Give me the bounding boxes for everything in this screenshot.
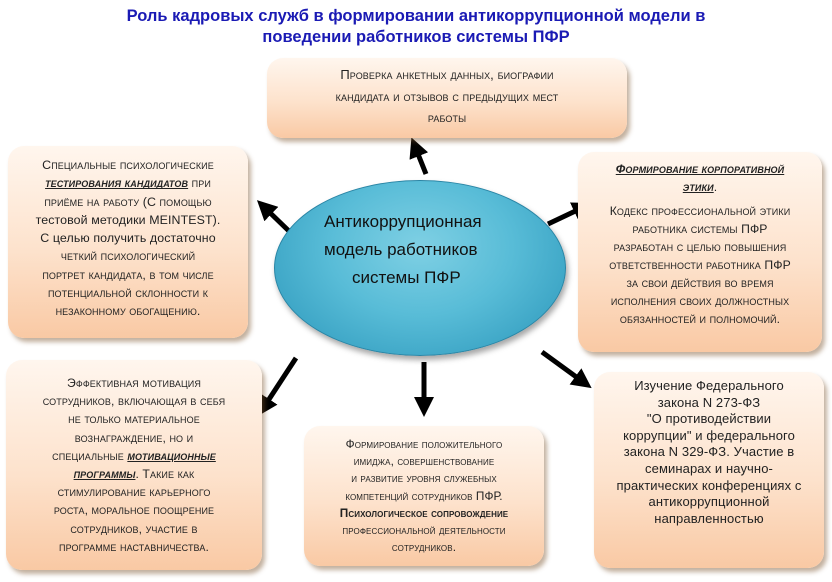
right-line-6: исполнения своих должностных [610, 294, 790, 308]
center-line-1: Антикоррупционная [324, 212, 482, 231]
box-left-psych-testing: Специальные психологические тестирования… [8, 146, 248, 338]
left-line-8: потенциальной склонности к [47, 286, 209, 301]
left-line-6: четкий психологический [60, 249, 196, 264]
bl-line-6b: . Такие как [135, 467, 195, 482]
left-line-7: портрет кандидата, в том числе [42, 267, 214, 282]
right-heading-2: этики [682, 180, 714, 194]
left-line-1: Специальные психологические [42, 158, 214, 172]
title-line-1: Роль кадровых служб в формировании антик… [126, 7, 706, 25]
center-ellipse [274, 180, 566, 356]
right-line-2: работника системы ПФР [632, 222, 768, 236]
br-line-6: семинарах и научно- [645, 460, 773, 476]
left-line-2-rest: при [188, 176, 211, 191]
center-text: Антикоррупционная модель работников сист… [296, 208, 542, 292]
right-heading-line-2: этики. [578, 178, 822, 196]
bl-line-5: специальные мотивационные [6, 447, 262, 465]
left-line-5: С целью получить достаточно [40, 231, 216, 246]
bc-line-7: сотрудников. [391, 540, 457, 555]
left-line-3: приёме на работу (С помощью [44, 194, 212, 209]
title-line-2: поведении работников системы ПФР [262, 28, 570, 46]
top-line-2: кандидата и отзывов с предыдущих мест [335, 88, 559, 104]
top-line-3: работы [427, 110, 467, 125]
bl-line-4: вознаграждение, но и [74, 430, 194, 445]
left-line-2: тестирования кандидатов при [8, 174, 248, 192]
bc-line-3: и развитие уровня служебных [351, 471, 497, 486]
bl-motivational-emphasis: мотивационные [127, 448, 216, 463]
box-top-anketa-check: Проверка анкетных данных, биографии канд… [267, 58, 627, 138]
top-line-1: Проверка анкетных данных, биографии [340, 67, 554, 82]
right-line-7: обязанностей и полномочий. [619, 312, 781, 326]
center-line-3: системы ПФР [352, 268, 461, 287]
right-line-3: разработан с целью повышения [613, 240, 787, 254]
bc-line-4: компетенций сотрудников ПФР. [345, 488, 503, 503]
left-testing-emphasis: тестирования кандидатов [45, 176, 189, 191]
box-right-corporate-ethics: Формирование корпоративной этики. Кодекс… [578, 152, 822, 352]
br-line-4: коррупции" и федерального [623, 427, 795, 443]
right-heading-1: Формирование корпоративной [615, 162, 785, 176]
br-line-1: Изучение Федерального [634, 378, 784, 393]
br-line-2: закона N 273-ФЗ [657, 394, 761, 410]
right-heading-line-1: Формирование корпоративной [578, 160, 822, 178]
bl-line-10: программе наставничества. [59, 539, 209, 554]
bc-line-6: профессиональной деятельности [342, 523, 506, 538]
left-line-4: тестовой методики MEINTEST). [35, 212, 221, 227]
br-line-3: "О противодействии [646, 411, 772, 427]
bl-line-1: Эффективная мотивация [67, 376, 201, 390]
bl-line-8: роста, моральное поощрение [53, 503, 215, 518]
bl-programs-emphasis: программы [73, 467, 136, 482]
bl-line-5a: специальные [52, 448, 128, 463]
arrow-to-bottom-left [258, 356, 299, 416]
br-line-5: закона N 329-ФЗ. Участие в [623, 444, 795, 460]
right-line-5: за свои действия во время [626, 276, 774, 290]
br-line-8: антикоррупционной [648, 494, 770, 510]
box-bottom-center-image: Формирование положительного имиджа, сове… [304, 426, 544, 566]
arrow-to-top [409, 137, 429, 175]
bc-line-2: имиджа, совершенствование [353, 454, 495, 469]
box-bottom-left-motivation: Эффективная мотивация сотрудников, включ… [6, 360, 262, 570]
bl-line-6: программы. Такие как [6, 465, 262, 483]
right-heading-dot: . [713, 180, 718, 194]
bl-line-3: не только материальное [68, 412, 200, 427]
br-line-7: практических конференциях с [616, 477, 802, 493]
bc-psych-support: Психологическое сопровождение [339, 505, 509, 520]
bl-line-7: стимулирование карьерного [57, 485, 211, 500]
center-line-2: модель работников [324, 240, 478, 259]
box-bottom-right-federal-law: Изучение Федерального закона N 273-ФЗ "О… [594, 372, 824, 568]
arrow-to-bottom-right [540, 349, 592, 389]
bc-line-1: Формирование положительного [345, 437, 503, 451]
right-line-1: Кодекс профессиональной этики [609, 204, 791, 218]
br-line-9: направленностью [654, 510, 764, 526]
bl-line-2: сотрудников, включающая в себя [42, 394, 226, 409]
left-line-9: незаконному обогащению. [55, 304, 201, 319]
right-line-4: ответственности работника ПФР [609, 258, 791, 272]
bl-line-9: сотрудников, участие в [70, 521, 198, 536]
diagram-title: Роль кадровых служб в формировании антик… [0, 6, 832, 48]
